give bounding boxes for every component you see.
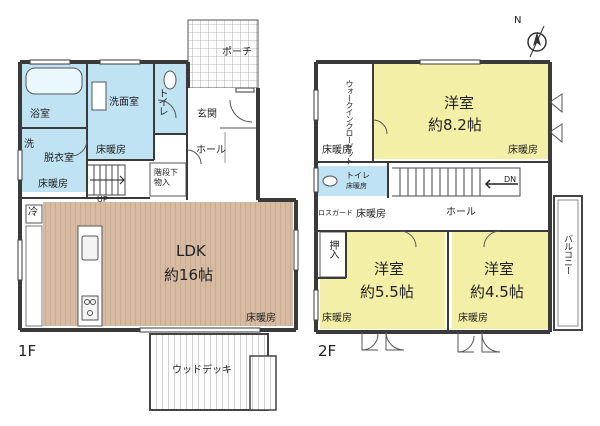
floor-heat-washroom-label: 床暖房 [96,145,126,156]
fridge-space [25,204,43,224]
floor-2-label: 2F [318,342,337,360]
balcony-label: バルコニー [562,234,572,274]
washroom-area [88,64,154,159]
room-5-5-size-label: 約5.5帖 [360,283,414,301]
toilet-2f-label: トイレ [346,171,370,180]
floor-1 [17,19,299,411]
toilet-2f-heat-label: 床暖房 [346,182,367,190]
entrance-label: 玄関 [197,109,217,120]
kitchen-sink [81,235,99,261]
room-5-5-area-ext [320,278,347,329]
room-8-2-area [374,64,548,159]
hall-2f-label: ホール [446,207,476,218]
wood-deck-label: ウッドデッキ [172,365,232,376]
hall-2f-area [320,198,548,230]
ldk-size-label: 約16帖 [164,266,214,284]
stairs-2f [392,167,521,197]
room-8-2-name-label: 洋室 [444,94,475,112]
north-label: N [514,15,522,26]
fridge-label: 冷 [28,207,38,218]
walk-in-closet-area [320,64,373,159]
floor-heat-hall-2f-label: 床暖房 [356,209,386,220]
interior-walls-1f [20,62,188,200]
room-5-5-name-label: 洋室 [374,260,405,278]
room-5-5-area [347,232,445,329]
under-stair-storage-label: 階段下物入 [154,168,178,187]
ldk-name-label: LDK [176,242,206,260]
dressing-area [22,129,87,192]
stairs-1f [88,164,126,196]
floor-heat-ldk-label: 床暖房 [246,313,276,324]
room-4-5-area [452,232,548,329]
toilet-1f-label: トイレ [156,88,167,115]
up-label: UP [97,195,108,204]
kitchen-stove [81,295,99,321]
floor-heat-room-4-5-label: 床暖房 [458,313,488,324]
floor-heat-room-5-5-label: 床暖房 [322,313,352,324]
room-4-5-name-label: 洋室 [484,260,515,278]
floor-heat-dressing-label: 床暖房 [38,179,68,190]
bath-label: 浴室 [30,109,50,120]
floor-heat-wic-label: 床暖房 [322,145,352,156]
rost-guard-label: ロスガード [318,209,353,217]
hall-1f-label: ホール [196,145,226,156]
north-compass-icon [527,25,547,58]
bathtub [25,67,83,95]
room-4-5-size-label: 約4.5帖 [470,283,524,301]
porch-label: ポーチ [222,47,252,58]
floor-2 [313,25,583,353]
floor-1-label: 1F [18,342,37,360]
balcony-area [553,195,583,331]
washroom-label: 洗面室 [109,97,139,108]
entrance-area [187,88,257,128]
interior-walls-2f [316,62,550,332]
closet-label: 押入 [327,240,338,258]
toilet-bowl [163,70,177,90]
porch-area [187,19,259,89]
down-label: DN [504,175,517,184]
dressing-label: 脱衣室 [44,153,74,164]
walk-in-closet-label: ウォークインクローゼット [345,80,354,164]
floor-heat-room-8-2-label: 床暖房 [508,145,538,156]
under-stair-storage-area [149,162,187,197]
closet-area [319,231,347,278]
pantry [25,225,43,327]
wash-mark-label: 洗 [24,139,34,150]
wash-basin [91,81,107,111]
room-8-2-size-label: 約8.2帖 [428,116,482,134]
